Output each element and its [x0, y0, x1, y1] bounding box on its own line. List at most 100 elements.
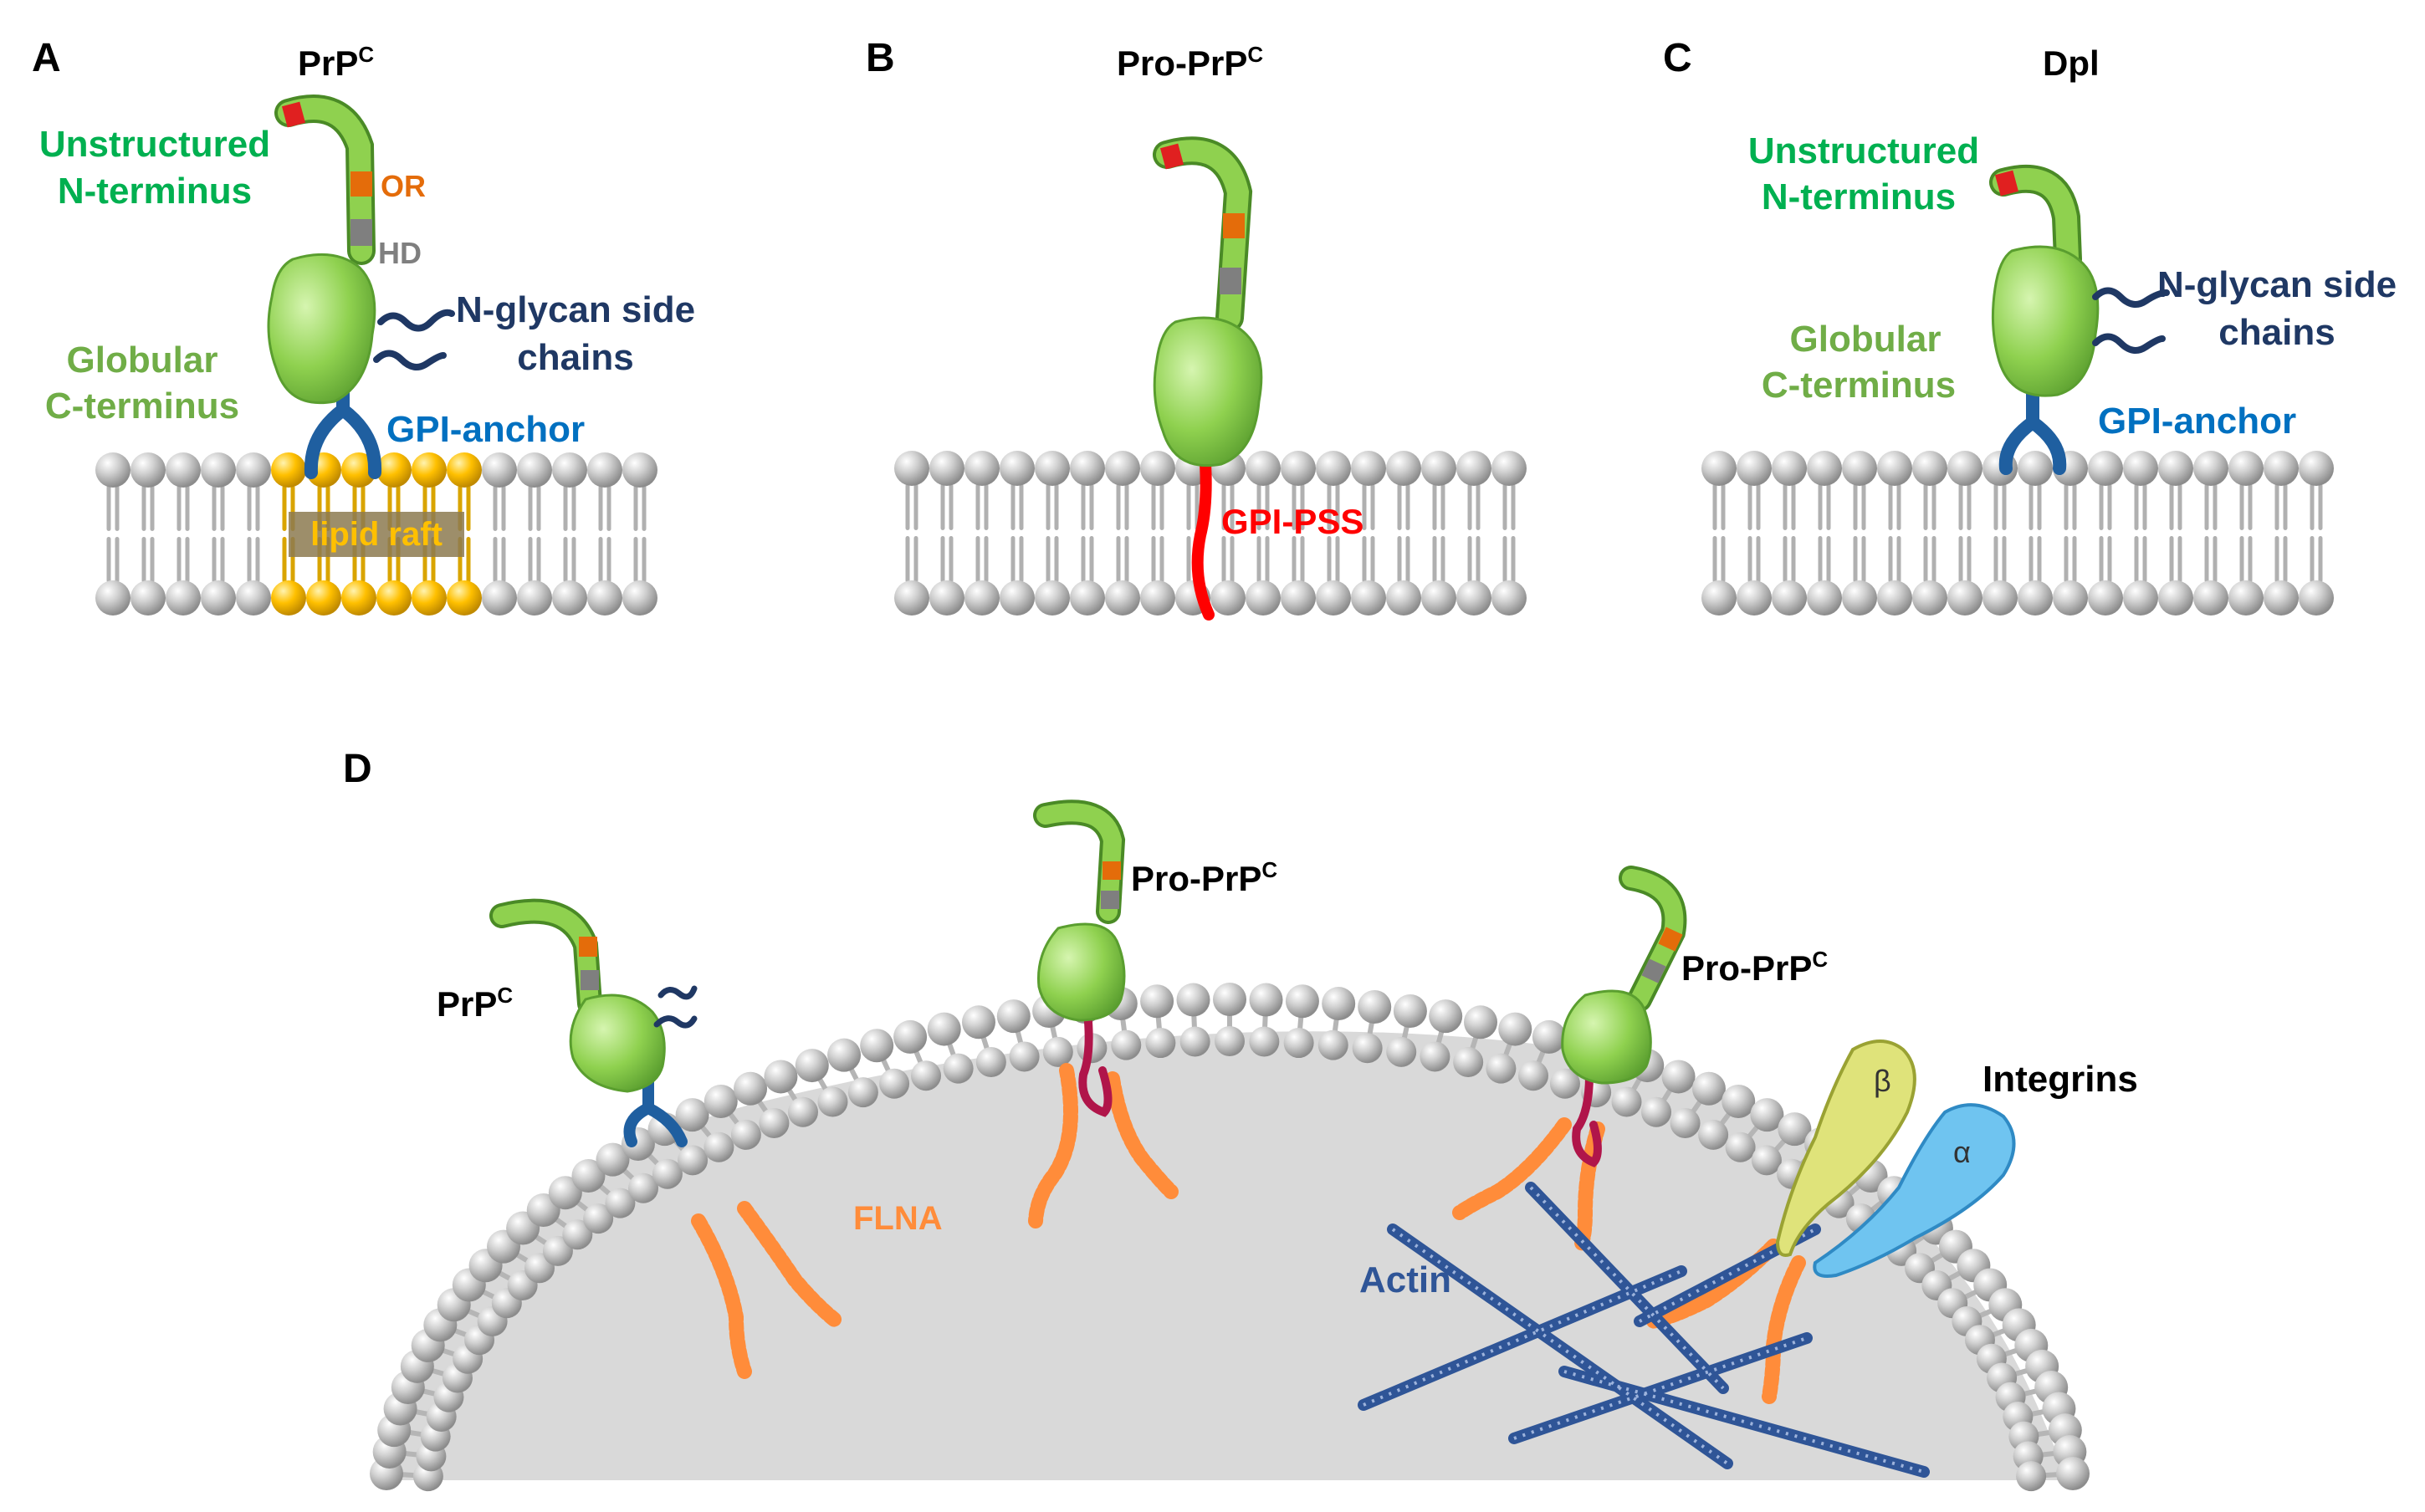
lipid-head-outer: [1807, 451, 1842, 486]
lipid-tail-pair: [905, 483, 918, 583]
prpc-label-d-main: PrP: [437, 984, 497, 1024]
lipid-head-inner: [1035, 580, 1070, 616]
lipid-head-inner: [1912, 580, 1947, 616]
lipid-head-inner: [1421, 580, 1456, 616]
cell-lipid-head-outer: [1140, 984, 1174, 1019]
lipid-head-outer: [2123, 451, 2158, 486]
lipid-head-outer: [95, 452, 130, 488]
lipid-raft-box: [289, 512, 464, 557]
cell-lipid-head-outer: [1464, 1005, 1498, 1040]
globular-c-2: C-terminus: [1762, 365, 1956, 406]
n-terminus-tail-a-fill: [278, 98, 372, 262]
pro-prpc-title-b-main: Pro-PrP: [1117, 43, 1247, 83]
lipid-tail-pair: [1327, 483, 1340, 583]
lipid-head-inner: [1701, 580, 1737, 616]
hd-label-a: HD: [378, 236, 422, 270]
pro-prpc-label-d2: Pro-PrPC: [1681, 947, 1828, 988]
cell-lipid-head-inner: [1145, 1028, 1176, 1059]
cell-lipid-head-inner: [1215, 1026, 1245, 1056]
lipid-head-outer: [1912, 451, 1947, 486]
cell-lipid-head-outer: [1176, 983, 1210, 1017]
n-terminus-tail-c-fill: [1993, 167, 2079, 270]
lipid-head-outer: [2158, 451, 2193, 486]
lipid-tail-pair: [141, 485, 155, 583]
cell-lipid-head-inner: [1486, 1053, 1517, 1084]
lipid-head-inner: [1281, 580, 1316, 616]
globular-a-1: Globular: [67, 340, 218, 381]
cell-lipid-head-outer: [548, 1176, 582, 1210]
panel-d: D: [343, 747, 2138, 1492]
lipid-head-inner: [1070, 580, 1105, 616]
lipid-head-inner: [166, 580, 201, 616]
lipid-tail-pair: [975, 483, 989, 583]
cell-lipid-head-inner: [562, 1219, 593, 1250]
lipid-tail-pair: [177, 485, 190, 583]
pro-prpc-title-b: Pro-PrPC: [1117, 42, 1263, 83]
lipid-tail-pair: [598, 485, 611, 583]
lipid-tail-pair: [633, 485, 647, 583]
lipid-head-inner: [1947, 580, 1982, 616]
prpc-title-a: PrPC: [298, 42, 374, 83]
unstructured-a-1: Unstructured: [39, 124, 270, 165]
flna-integrin-2: [1762, 1255, 1806, 1404]
lipid-tail-pair: [1256, 483, 1270, 583]
actin-highlights: [1363, 1186, 1925, 1474]
n-terminus-tail-b-fill: [1156, 140, 1250, 329]
lipid-head-inner: [622, 580, 657, 616]
lipid-head-outer: [587, 452, 622, 488]
lipid-head-inner: [201, 580, 236, 616]
cell-lipid-head-inner: [1725, 1131, 1756, 1162]
lipid-head-outer: [1842, 451, 1877, 486]
cell-lipid-head-outer: [1691, 1071, 1726, 1106]
cell-lipid-head-inner: [1453, 1047, 1484, 1078]
lipid-head-inner: [236, 580, 271, 616]
cell-lipid-head-inner: [1549, 1068, 1580, 1099]
lipid-head-outer: [130, 452, 166, 488]
pro-prpc-label-d1: Pro-PrPC: [1131, 857, 1277, 898]
lipid-head-outer: [1947, 451, 1982, 486]
lipid-head-outer: [2018, 451, 2053, 486]
lipid-head-inner: [1105, 580, 1140, 616]
panel-letter-b: B: [866, 36, 895, 80]
cell-lipid-head-inner: [1751, 1145, 1782, 1176]
prpc-title-a-main: PrP: [298, 43, 358, 83]
lipid-head-inner: [1316, 580, 1351, 616]
lipid-head-inner: [2053, 580, 2088, 616]
lipid-head-inner: [482, 580, 517, 616]
prpc-label-d: PrPC: [437, 983, 513, 1024]
cell-lipid-head-inner: [1009, 1041, 1040, 1072]
lipid-head-outer: [552, 452, 587, 488]
lipid-tail-pair: [1432, 483, 1445, 583]
pro-prpc-label-d1-sup: C: [1261, 857, 1277, 882]
lipid-tail-pair: [2310, 483, 2323, 583]
lipid-head-inner: [552, 580, 587, 616]
hd-segment-d1: [581, 970, 599, 990]
cell-lipid-head-inner: [652, 1158, 683, 1189]
n-glycan-d-2: [653, 1015, 698, 1029]
lipid-tail-pair: [563, 485, 576, 583]
cell-lipid-head-outer: [1393, 994, 1427, 1028]
panel-letter-a: A: [32, 36, 61, 80]
lipid-tail-pair: [1397, 483, 1410, 583]
cell-lipid-head-inner: [1317, 1029, 1348, 1060]
lipid-tail-pair: [2134, 483, 2147, 583]
lipid-head-outer: [929, 451, 964, 486]
lipid-head-inner: [1000, 580, 1035, 616]
integrin-alpha: [1813, 1103, 2016, 1278]
lipid-head-outer: [1737, 451, 1772, 486]
flna-propr1-1: [1028, 1063, 1078, 1228]
cell-lipid-head-outer: [893, 1019, 928, 1054]
lipid-head-inner: [1456, 580, 1491, 616]
lipid-tail-pair: [1993, 483, 2007, 583]
or-segment-b: [1223, 213, 1245, 238]
lipid-head-inner: [2264, 580, 2299, 616]
cell-lipid-head-outer: [571, 1159, 606, 1193]
lipid-head-outer: [622, 452, 657, 488]
cell-lipid-head-inner: [628, 1172, 659, 1203]
gpi-anchor-label-a: GPI-anchor: [386, 409, 585, 450]
nglycan-c-2: chains: [2218, 312, 2335, 353]
lipid-head-outer: [1105, 451, 1140, 486]
lipid-head-outer: [1281, 451, 1316, 486]
cell-lipid-head-outer: [1498, 1012, 1532, 1046]
lipid-tail-pair: [1081, 483, 1094, 583]
